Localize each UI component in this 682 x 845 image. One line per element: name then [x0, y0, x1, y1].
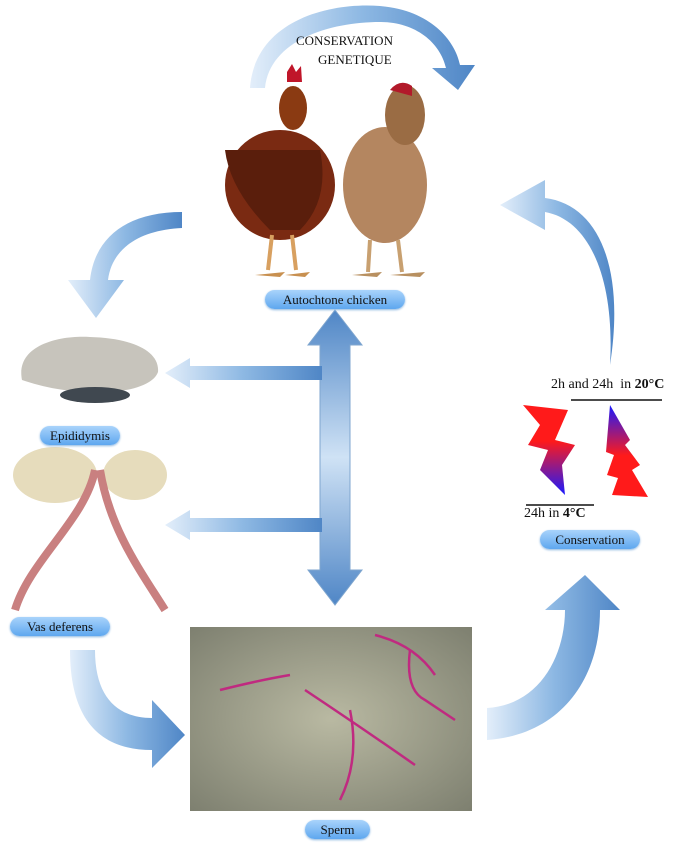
label-sperm: Sperm: [305, 820, 370, 839]
hen-image: [343, 82, 427, 277]
arrow-to-epididymis: [165, 358, 322, 388]
warm-condition: 2h and 24h in 20°C: [551, 377, 664, 393]
vas-deferens-image: [11, 447, 169, 613]
genetic-conservation-arrow: [250, 5, 475, 90]
sperm-micrograph: [190, 627, 472, 811]
cold-bolt-icon: [523, 405, 575, 495]
flow-arrow-chicken-to-organs: [68, 212, 182, 318]
label-epididymis: Epididymis: [40, 426, 120, 445]
warm-bolt-icon: [606, 405, 648, 497]
flow-arrow-conservation-to-chicken: [500, 180, 615, 365]
arrow-to-vas-deferens: [165, 510, 322, 540]
rooster-image: [225, 64, 335, 277]
title-line-1: CONSERVATION: [296, 33, 393, 48]
warm-prefix: 2h and 24h in: [551, 377, 635, 392]
cold-condition: 24h in 4°C: [524, 506, 586, 522]
double-arrow-vertical: [306, 309, 364, 606]
epididymis-image: [21, 336, 159, 403]
warm-temp: 20°C: [634, 377, 665, 392]
label-vas-deferens: Vas deferens: [10, 617, 110, 636]
flow-arrow-sperm-to-conservation: [487, 575, 620, 740]
label-conservation: Conservation: [540, 530, 640, 549]
flow-arrow-organs-to-sperm: [70, 650, 185, 768]
cold-temp: 4°C: [562, 506, 586, 521]
label-autochtone-chicken: Autochtone chicken: [265, 290, 405, 309]
title-line-2: GENETIQUE: [318, 52, 392, 67]
cold-prefix: 24h in: [524, 506, 563, 521]
